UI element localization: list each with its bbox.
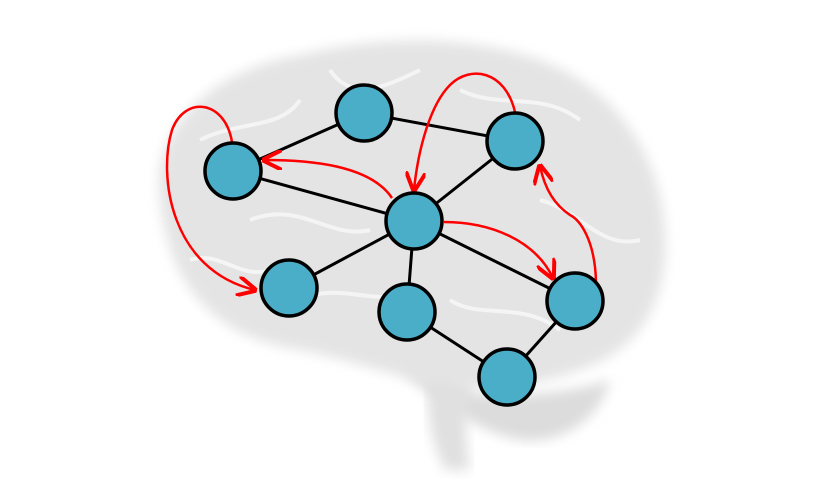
node-n7 <box>545 271 605 331</box>
nodes <box>203 83 605 407</box>
node-n3 <box>485 111 545 171</box>
node-n4 <box>384 191 444 251</box>
edge-n2-n4 <box>232 169 415 223</box>
arrow-n3-to-n4 <box>414 72 517 190</box>
arrows <box>165 72 598 290</box>
edge-n4-n7 <box>413 219 576 303</box>
arrow-n7-to-n3 <box>540 166 598 283</box>
arrow-n4-to-n2 <box>264 160 394 199</box>
arrow-n4-to-n7 <box>443 220 553 278</box>
node-n6 <box>377 282 437 342</box>
node-n8 <box>477 347 537 407</box>
node-n2 <box>203 141 263 201</box>
brain-stem <box>428 380 470 470</box>
arrow-n2-to-n5 <box>165 105 255 290</box>
node-n5 <box>259 258 319 318</box>
node-n1 <box>334 83 394 143</box>
